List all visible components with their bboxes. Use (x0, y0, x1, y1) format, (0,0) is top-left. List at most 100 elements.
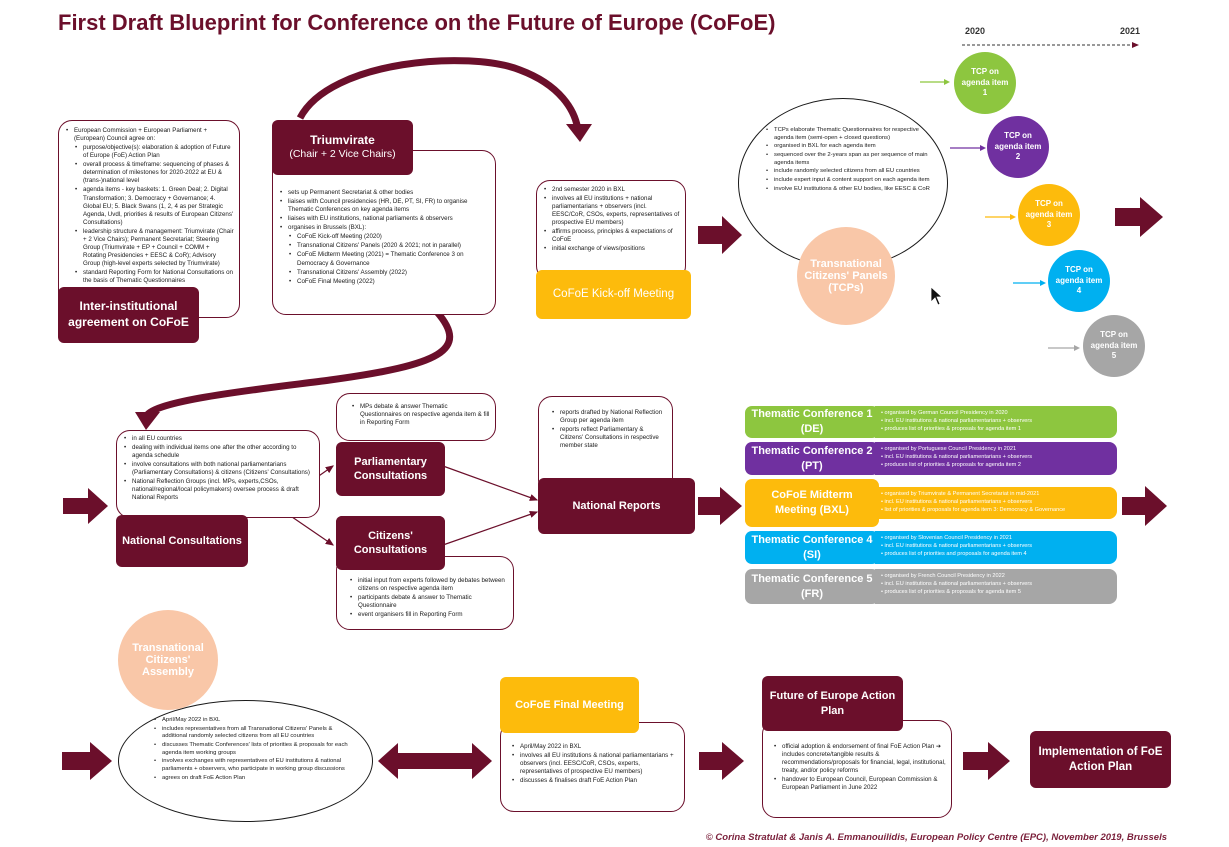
arrow-cit-to-reports (442, 510, 539, 546)
list-item: MPs debate & answer Thematic Questionnai… (352, 403, 490, 427)
block-arrow-2 (1115, 197, 1163, 237)
tcp-circle-3: TCP on agenda item 3 (1018, 184, 1080, 246)
citizens-list: initial input from experts followed by d… (349, 577, 508, 619)
interinstitutional-list: European Commission + European Parliamen… (65, 127, 234, 285)
list-item: affirms process, principles & expectatio… (544, 228, 680, 244)
national-label: National Consultations (116, 515, 248, 567)
list-item: reports drafted by National Reflection G… (552, 409, 667, 425)
curved-arrow-2-head (135, 412, 160, 430)
copyright-footer: © Corina Stratulat & Janis A. Emmanouili… (705, 832, 1167, 843)
list-item: agenda items - key baskets: 1. Green Dea… (75, 186, 234, 226)
conference-row-5: organised by French Council Presidency i… (745, 569, 1117, 604)
timeline-end: 2021 (1120, 26, 1141, 36)
list-item: involves all EU institutions + national … (544, 195, 680, 227)
assembly-list: April/May 2022 in BXL includes represent… (153, 717, 348, 782)
block-arrow-7 (699, 742, 744, 780)
list-item: include expert input & content support o… (766, 177, 931, 185)
list-item: CoFoE Midterm Meeting (2021) = Thematic … (289, 251, 489, 267)
list-item: involves all EU institutions & national … (512, 752, 679, 776)
block-arrow-4 (698, 487, 742, 525)
list-item: event organisers fill in Reporting Form (350, 611, 508, 619)
assembly-label: Transnational Citizens' Assembly (118, 610, 218, 710)
list-item: April/May 2022 in BXL (154, 717, 348, 725)
list-item: incl. EU institutions & national parliam… (881, 498, 1111, 506)
list-item: produces list of priorities & proposals … (881, 588, 1111, 596)
conference-label: CoFoE Midterm Meeting (BXL) (745, 479, 879, 527)
triumvirate-list: sets up Permanent Secretariat & other bo… (279, 189, 489, 286)
conference-details: organised by German Council Presidency i… (875, 406, 1117, 438)
double-arrow (378, 743, 492, 779)
list-item: organised by German Council Presidency i… (881, 409, 1111, 417)
list-item: Transnational Citizens' Assembly (2022) (289, 269, 489, 277)
actionplan-box: official adoption & endorsement of final… (762, 720, 952, 818)
citizens-label-text: Citizens' Consultations (353, 529, 428, 556)
kickoff-label: CoFoE Kick-off Meeting (536, 270, 691, 319)
list-item: initial input from experts followed by d… (350, 577, 508, 593)
conference-row-4: organised by Slovenian Council Presidenc… (745, 531, 1117, 564)
parliamentary-list: MPs debate & answer Thematic Questionnai… (351, 403, 490, 427)
list-item: official adoption & endorsement of final… (774, 743, 946, 775)
list-item: list of priorities & proposals for agend… (881, 506, 1111, 514)
list-item: sequenced over the 2-years span as per s… (766, 152, 931, 167)
assembly-ellipse: April/May 2022 in BXL includes represent… (118, 700, 373, 822)
conference-label: Thematic Conference 1 (DE) (745, 406, 879, 438)
national-box: in all EU countries dealing with individ… (116, 430, 320, 518)
tcps-label: Transnational Citizens' Panels (TCPs) (797, 227, 895, 325)
list-item: incl. EU institutions & national parliam… (881, 580, 1111, 588)
arrow-parl-to-reports (442, 465, 539, 501)
curved-arrow-2 (142, 309, 453, 419)
list-item: discusses Thematic Conferences' lists of… (154, 742, 348, 757)
conference-row-3: organised by Triumvirate & Permanent Sec… (745, 479, 1117, 527)
list-item: CoFoE Kick-off Meeting (2020) (289, 233, 489, 241)
list-item: leadership structure & management: Trium… (75, 228, 234, 268)
conference-details: organised by Slovenian Council Presidenc… (875, 531, 1117, 564)
final-list: April/May 2022 in BXL involves all EU in… (511, 743, 679, 785)
list-item: incl. EU institutions & national parliam… (881, 542, 1111, 550)
tcps-ellipse: TCPs elaborate Thematic Questionnaires f… (738, 98, 948, 268)
reports-box: reports drafted by National Reflection G… (538, 396, 673, 494)
triumvirate-subtitle: (Chair + 2 Vice Chairs) (289, 148, 396, 161)
list-item: handover to European Council, European C… (774, 776, 946, 792)
conference-label: Thematic Conference 5 (FR) (745, 569, 879, 604)
triumvirate-title: Triumvirate (310, 132, 375, 147)
list-item: liaises with EU institutions, national p… (280, 215, 489, 223)
national-list: in all EU countries dealing with individ… (123, 435, 314, 503)
list-item: organised by Triumvirate & Permanent Sec… (881, 490, 1111, 498)
list-item: European Commission + European Parliamen… (66, 127, 234, 143)
list-item: include randomly selected citizens from … (766, 168, 931, 176)
list-item: overall process & timeframe: sequencing … (75, 161, 234, 185)
reports-list: reports drafted by National Reflection G… (551, 409, 667, 450)
triumvirate-label: Triumvirate (Chair + 2 Vice Chairs) (272, 120, 413, 175)
list-item: discusses & finalises draft FoE Action P… (512, 777, 679, 785)
tcp-circle-1: TCP on agenda item 1 (954, 52, 1016, 114)
list-item: organised by Slovenian Council Presidenc… (881, 534, 1111, 542)
timeline-start: 2020 (965, 26, 986, 36)
list-item: liaises with Council presidencies (HR, D… (280, 198, 489, 214)
list-item: produces list of priorities & proposals … (881, 425, 1111, 433)
list-item: produces list of priorities & proposals … (881, 461, 1111, 469)
parliamentary-box: MPs debate & answer Thematic Questionnai… (336, 393, 496, 441)
block-arrow-8 (963, 742, 1010, 780)
list-item: incl. EU institutions & national parliam… (881, 417, 1111, 425)
conference-label: Thematic Conference 2 (PT) (745, 442, 879, 475)
list-item: CoFoE Final Meeting (2022) (289, 278, 489, 286)
conference-row-2: organised by Portuguese Council Presiden… (745, 442, 1117, 475)
actionplan-label: Future of Europe Action Plan (762, 676, 903, 731)
implementation-label: Implementation of FoE Action Plan (1030, 731, 1171, 788)
conference-details: organised by French Council Presidency i… (875, 569, 1117, 604)
curved-arrow-1 (296, 57, 582, 131)
tcp-circle-5: TCP on agenda item 5 (1083, 315, 1145, 377)
list-item: involves exchanges with representatives … (154, 758, 348, 773)
list-item: incl. EU institutions & national parliam… (881, 453, 1111, 461)
list-item: organised by French Council Presidency i… (881, 572, 1111, 580)
citizens-label-front: Citizens' Consultations (336, 516, 445, 570)
list-item: involve EU institutions & other EU bodie… (766, 186, 931, 194)
block-arrow-6 (62, 742, 112, 780)
list-item: organised in BXL for each agenda item (766, 143, 931, 151)
tcps-list: TCPs elaborate Thematic Questionnaires f… (765, 127, 931, 193)
list-item: National Reflection Groups (incl. MPs, e… (124, 478, 314, 502)
final-box: April/May 2022 in BXL involves all EU in… (500, 722, 685, 812)
list-item: agrees on draft FoE Action Plan (154, 775, 348, 783)
cursor-icon (930, 286, 944, 306)
